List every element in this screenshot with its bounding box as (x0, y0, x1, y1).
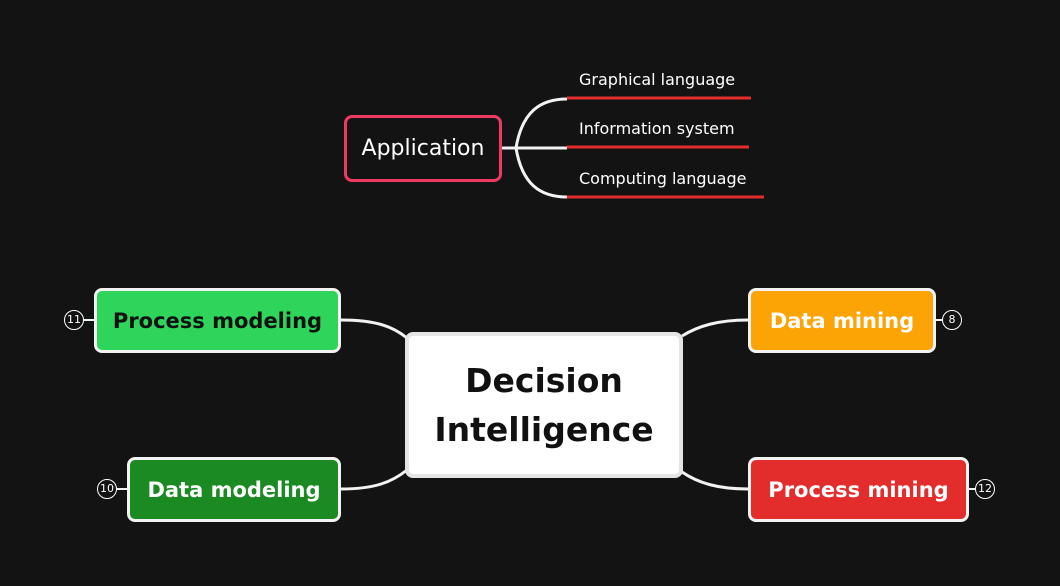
connector-central-process-mining (681, 470, 749, 491)
topic-data-mining-label: Data mining (769, 308, 915, 333)
topic-process-modeling[interactable]: Process modeling (94, 288, 341, 353)
topic-data-modeling[interactable]: Data modeling (127, 457, 341, 522)
topic-process-mining-label: Process mining (768, 477, 949, 502)
connector-app-computing (514, 147, 568, 199)
collapse-badge-process-modeling[interactable]: 11 (64, 310, 84, 330)
connector-central-data-modeling (340, 468, 408, 491)
topic-data-modeling-label: Data modeling (147, 477, 321, 502)
central-topic-label: Decision Intelligence (434, 361, 654, 449)
topic-process-modeling-label: Process modeling (112, 308, 323, 333)
connector-app-graphical (502, 97, 568, 150)
topic-process-mining[interactable]: Process mining (748, 457, 969, 522)
application-node[interactable]: Application (344, 115, 502, 182)
leaf-graphical-language[interactable]: Graphical language (579, 70, 736, 89)
connector-central-process-modeling (340, 318, 408, 340)
collapse-badge-data-mining[interactable]: 8 (942, 310, 962, 330)
collapse-badge-data-modeling[interactable]: 10 (97, 479, 117, 499)
leaf-information-system[interactable]: Information system (579, 119, 735, 138)
topic-data-mining[interactable]: Data mining (748, 288, 936, 353)
collapse-badge-process-mining[interactable]: 12 (975, 479, 995, 499)
application-label: Application (361, 136, 485, 161)
connector-central-data-mining (681, 318, 749, 338)
leaf-computing-language[interactable]: Computing language (579, 169, 747, 188)
central-topic-node[interactable]: Decision Intelligence (405, 332, 683, 478)
